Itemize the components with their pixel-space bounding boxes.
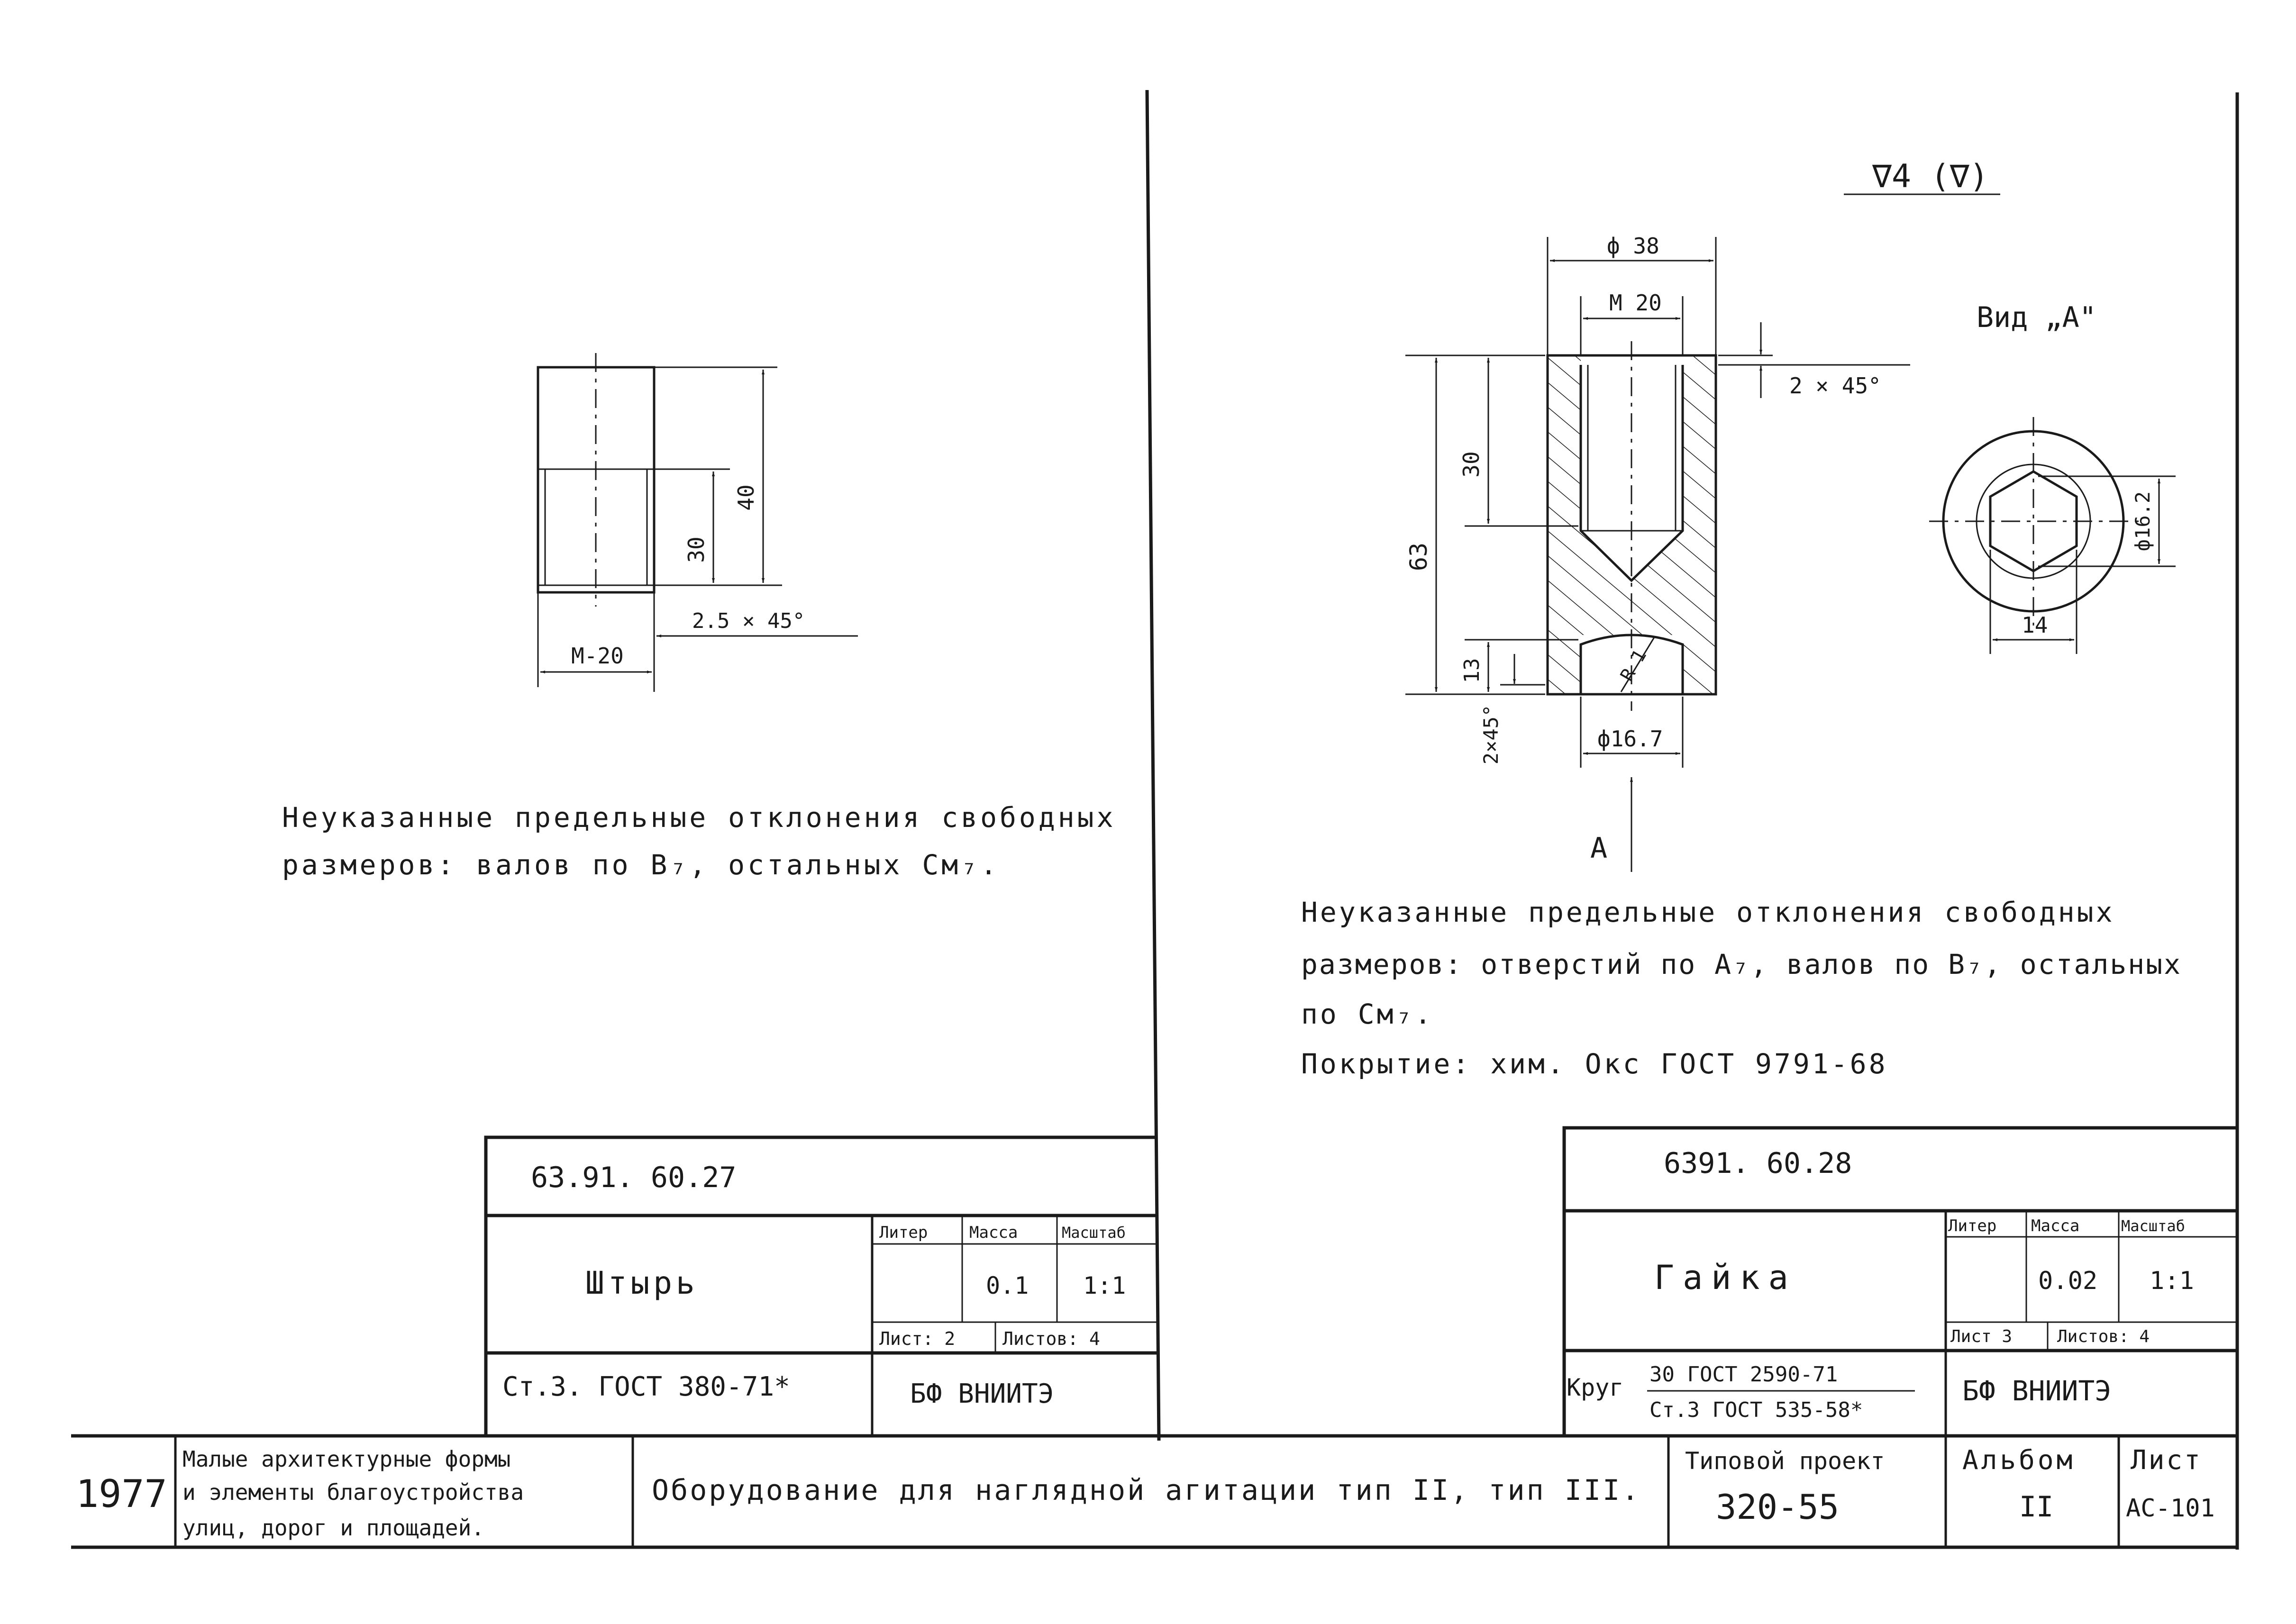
left-note-line-1: Неуказанные предельные отклонения свобод… <box>282 801 1116 834</box>
right-note-line-4: Покрытие: хим. Окс ГОСТ 9791-68 <box>1301 1048 1888 1080</box>
footer-project-label: Типовой проект <box>1685 1447 1885 1475</box>
right-note-line-2: размеров: отверстий по A₇, валов по B₇, … <box>1301 948 2182 980</box>
right-tb-code: 6391. 60.28 <box>1664 1147 1852 1180</box>
right-tb-mass: 0.02 <box>2038 1267 2097 1295</box>
nut-dim-d167: ф16.7 <box>1597 726 1663 752</box>
view-a-drawing: ф16.2 14 <box>1929 417 2176 654</box>
right-tb-material-top: 30 ГОСТ 2590-71 <box>1649 1362 1838 1387</box>
right-tb-mass-label: Масса <box>2031 1216 2079 1235</box>
left-title-block: 63.91. 60.27 Штырь Литер Масса Масштаб 0… <box>484 1135 1157 1436</box>
left-tb-scale: 1:1 <box>1083 1272 1126 1299</box>
view-a-dim-w: 14 <box>2022 612 2048 638</box>
right-tb-org: БФ ВНИИТЭ <box>1962 1375 2111 1407</box>
nut-dim-chamfer-bottom: 2×45° <box>1479 705 1503 764</box>
nut-dim-d38: ф 38 <box>1607 233 1659 259</box>
footer-title: Оборудование для наглядной агитации тип … <box>652 1474 1640 1507</box>
nut-radius-leader <box>1620 637 1655 692</box>
footer-year: 1977 <box>76 1472 167 1516</box>
footer-sheet: АС-101 <box>2126 1494 2215 1523</box>
right-tb-material-prefix: Круг <box>1567 1374 1623 1401</box>
nut-dim-30: 30 <box>1458 451 1484 477</box>
center-divider-line <box>1145 90 1161 1441</box>
right-title-block: 6391. 60.28 Гайка Литер Масса Масштаб 0.… <box>1562 1126 2237 1436</box>
left-tb-org: БФ ВНИИТЭ <box>910 1379 1054 1409</box>
view-a-dim-d: ф16.2 <box>2131 491 2154 551</box>
view-a-label: Вид „А" <box>1977 301 2096 334</box>
left-tb-name: Штырь <box>585 1265 699 1301</box>
footer-series-line-3: улиц, дорог и площадей. <box>182 1515 484 1541</box>
pin-dim-thread: M-20 <box>571 643 624 669</box>
roughness-symbol: ∇4 (∇) <box>1872 158 1989 195</box>
pin-dim-40: 40 <box>733 484 759 510</box>
left-tb-frame <box>484 1135 1157 1436</box>
right-note-line-1: Неуказанные предельные отклонения свобод… <box>1301 896 2115 928</box>
right-tb-liter-label: Литер <box>1948 1216 1996 1235</box>
left-tb-sheets: Листов: 4 <box>1002 1328 1100 1349</box>
footer-album-label: Альбом <box>1962 1445 2075 1476</box>
left-tb-liter-label: Литер <box>879 1223 928 1242</box>
left-tb-mass: 0.1 <box>986 1272 1029 1299</box>
pin-dim-30: 30 <box>683 536 709 563</box>
right-tb-scale: 1:1 <box>2150 1267 2194 1295</box>
nut-dim-13: 13 <box>1460 658 1484 683</box>
nut-thread-bore <box>1579 365 1684 582</box>
right-tb-frame <box>1562 1126 2237 1436</box>
pin-dim-chamfer: 2.5 × 45° <box>692 609 805 633</box>
nut-drawing: ф 38 М 20 2 × 45° 63 30 13 2×45° ф1 <box>1405 233 1910 872</box>
right-tb-sheets: Листов: 4 <box>2057 1327 2150 1346</box>
nut-hatch-right <box>1683 355 1716 694</box>
right-tb-material-bottom: Ст.3 ГОСТ 535-58* <box>1649 1398 1863 1422</box>
left-tb-code: 63.91. 60.27 <box>531 1161 736 1194</box>
footer-album: II <box>2019 1490 2053 1524</box>
left-tb-mass-label: Масса <box>969 1223 1018 1242</box>
left-tb-scale-label: Масштаб <box>1062 1224 1126 1242</box>
left-tb-material: Ст.3. ГОСТ 380-71* <box>502 1371 790 1402</box>
footer-sheet-label: Лист <box>2131 1445 2202 1476</box>
left-note-line-2: размеров: валов по B₇, остальных Cм₇. <box>282 849 1000 881</box>
nut-dim-63: 63 <box>1405 543 1432 571</box>
footer-series-line-1: Малые архитектурные формы <box>182 1446 510 1472</box>
pin-drawing: 40 30 2.5 × 45° M-20 <box>537 353 858 692</box>
view-arrow-label: А <box>1590 832 1607 865</box>
nut-dim-m20: М 20 <box>1609 290 1662 316</box>
right-tb-name: Гайка <box>1654 1258 1797 1297</box>
right-note-line-3: по Cм₇. <box>1301 998 1433 1030</box>
footer-stamp: 1977 Малые архитектурные формы и элемент… <box>71 1434 2237 1549</box>
footer-series-line-2: и элементы благоустройства <box>182 1479 524 1505</box>
footer-project: 320-55 <box>1716 1487 1839 1527</box>
right-tb-scale-label: Масштаб <box>2121 1217 2185 1235</box>
right-tb-sheet: Лист 3 <box>1950 1327 2012 1346</box>
nut-hatch-left <box>1548 355 1581 694</box>
nut-dim-chamfer: 2 × 45° <box>1789 373 1881 399</box>
left-tb-sheet: Лист: 2 <box>879 1328 955 1349</box>
